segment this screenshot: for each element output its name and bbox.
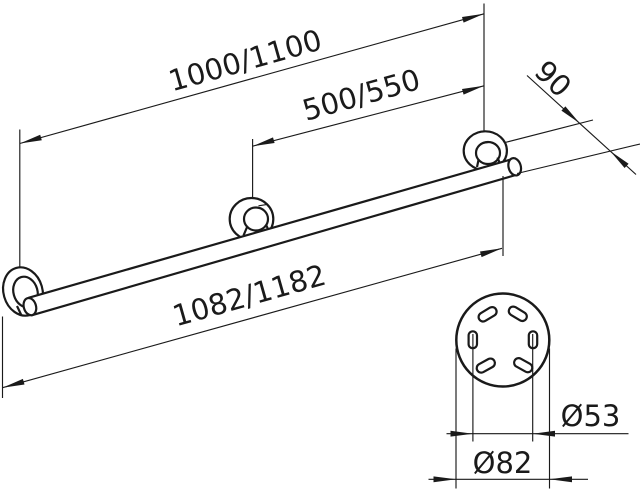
extension-lines-main — [1, 3, 485, 398]
right-flange-hub — [474, 140, 502, 166]
arrowhead-left — [433, 476, 456, 483]
mounting-slot-top-right — [507, 305, 528, 323]
grab-bar-right-endcap — [507, 157, 523, 177]
grab-bar — [22, 157, 523, 317]
arrowhead-upper — [561, 106, 580, 124]
arrowhead-left — [19, 134, 42, 144]
arrowhead-lower — [610, 151, 629, 168]
arrowhead-left — [252, 137, 275, 147]
right-flange-highlight-dash — [481, 141, 490, 145]
dimension-label-d82: Ø82 — [473, 446, 533, 480]
mid-flange-hub — [242, 206, 270, 232]
grab-bar-body-mask — [28, 159, 518, 316]
extension-line-bar-axis — [516, 143, 640, 175]
dimension-flange-diameter: Ø82 — [428, 446, 588, 483]
left-flange-neck-line — [16, 305, 23, 316]
right-flange-neck-left — [475, 159, 480, 168]
arrowhead-right — [480, 248, 502, 258]
arrowhead-right — [462, 13, 484, 23]
flange-face-detail-view: Ø53 Ø82 — [428, 292, 629, 489]
dimension-mid-flange-distance: 500/550 — [252, 62, 485, 147]
dimension-label-d53: Ø53 — [561, 399, 621, 433]
right-flange-neck-right — [496, 157, 501, 163]
dimension-label-1000-1100: 1000/1100 — [165, 23, 326, 99]
mounting-slot-bottom-left — [475, 357, 496, 374]
arrowhead-right — [532, 430, 555, 437]
dimension-line — [2, 247, 503, 389]
extension-line-wall-plane — [504, 119, 594, 144]
dimension-line — [252, 85, 485, 147]
mounting-slot-top-left — [477, 305, 498, 323]
dimension-line — [19, 13, 485, 145]
arrowhead-right — [549, 476, 572, 483]
arrowhead-left — [2, 378, 25, 388]
mid-flange-highlight-dash — [258, 204, 267, 207]
grab-bar-left-endcap — [22, 296, 38, 317]
dimension-label-90: 90 — [528, 54, 578, 104]
grab-bar-bottom-edge — [30, 173, 518, 317]
mounting-slot-bottom-right — [513, 357, 534, 374]
dimension-wall-projection: 90 — [504, 54, 640, 175]
dimension-slot-circle-diameter: Ø53 — [446, 399, 629, 437]
arrowhead-right — [462, 85, 484, 95]
mid-flange-neck-left — [242, 225, 249, 236]
grab-bar-top-edge — [28, 158, 513, 299]
arrowhead-left — [450, 430, 473, 437]
